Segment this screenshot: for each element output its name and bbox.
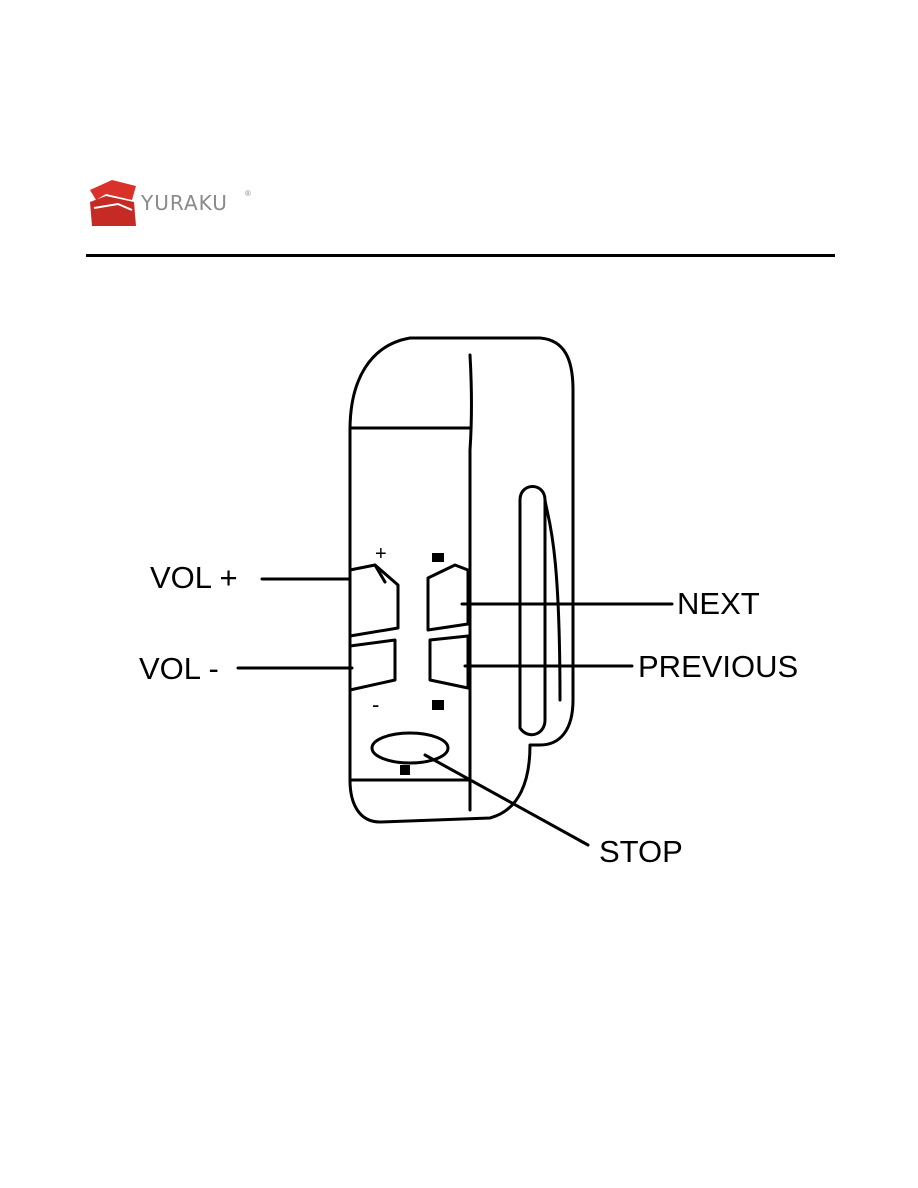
next-label: NEXT — [677, 588, 760, 619]
front-panel-edge — [470, 355, 472, 810]
next-button — [428, 565, 468, 630]
stop-button — [372, 733, 448, 763]
minus-symbol: - — [372, 692, 379, 717]
next-track-icon — [432, 553, 444, 562]
previous-label: PREVIOUS — [638, 651, 798, 682]
stop-leader — [425, 755, 588, 845]
vol-minus-button — [350, 640, 395, 690]
vol-plus-label: VOL + — [150, 562, 238, 593]
belt-clip — [520, 487, 545, 735]
previous-button — [430, 636, 468, 688]
vol-plus-button — [350, 565, 398, 636]
stop-square-icon — [400, 765, 410, 775]
previous-track-icon — [432, 700, 444, 710]
plus-symbol: + — [375, 543, 387, 565]
vol-minus-label: VOL - — [139, 653, 219, 684]
stop-label: STOP — [599, 836, 683, 867]
